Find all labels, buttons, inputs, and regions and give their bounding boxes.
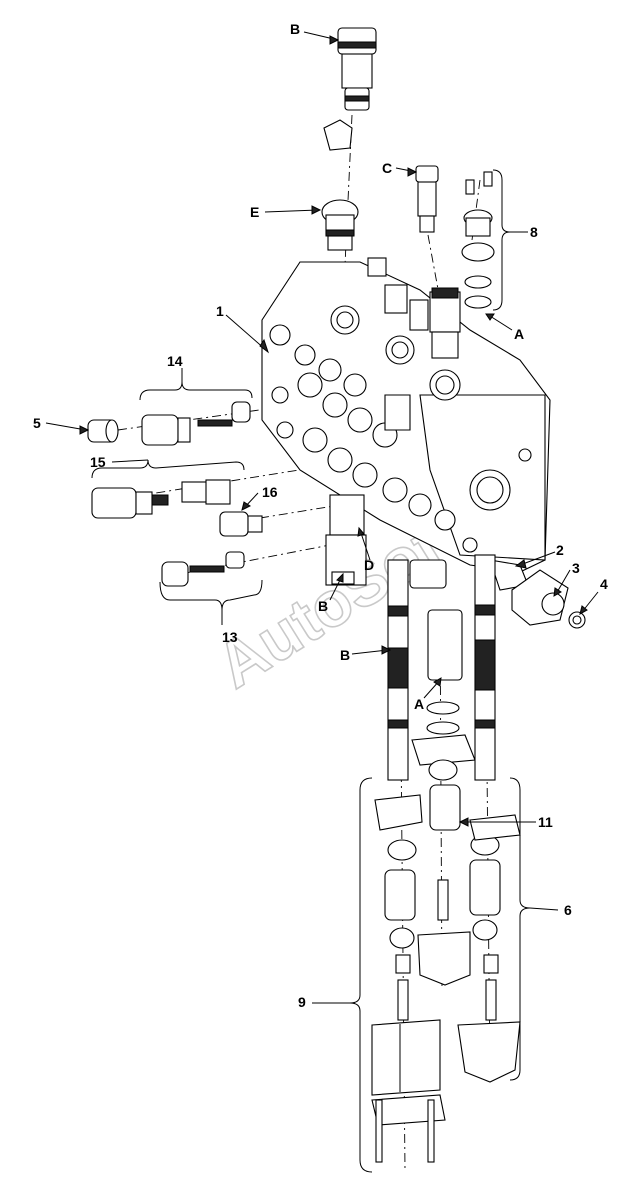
end-caps [371,879,521,1163]
callout-5: 5 [33,415,41,431]
callout-b-left: B [340,647,350,663]
spring-stack [374,784,521,949]
bracket-15 [91,459,245,479]
callout-11: 11 [538,814,553,830]
valve-body [261,261,551,573]
callout-b-top: B [290,21,300,37]
callout-labels: B C E 8 A 1 14 5 15 16 2 3 4 D B 13 B A … [33,21,608,1010]
relief-valve-assembly-8 [461,171,495,309]
callout-d: D [364,557,374,573]
callout-a-right: A [514,326,524,342]
body-top-cartridges [367,257,461,359]
callout-a-mid: A [414,696,424,712]
callout-b-mid: B [318,598,328,614]
bracket-14 [139,381,253,401]
callout-4: 4 [600,576,608,592]
leader-lines [45,31,599,1004]
spool-assembly-center [409,559,476,781]
cartridge-e [321,199,359,251]
relief-assembly-14 [141,401,251,446]
callout-3: 3 [572,560,580,576]
check-assembly-15 [91,479,231,519]
spool-assembly-right [474,554,496,781]
relief-assembly-13 [161,551,245,587]
plug-5 [87,419,119,443]
callout-2: 2 [556,542,564,558]
callout-1: 1 [216,303,224,319]
bracket-8 [492,169,511,311]
top-cartridge-b [337,27,377,111]
callout-e: E [250,204,259,220]
callout-6: 6 [564,902,572,918]
bracket-9 [349,777,373,1173]
top-plug [323,119,353,151]
fitting-16 [219,511,263,537]
solenoid-assembly [489,559,586,629]
cartridge-c [415,165,439,233]
callout-16: 16 [262,484,278,500]
callout-13: 13 [222,629,238,645]
callout-15: 15 [90,454,106,470]
spool-assembly-left [325,494,409,781]
callout-9: 9 [298,994,306,1010]
callout-c: C [382,160,392,176]
callout-8: 8 [530,224,538,240]
callout-14: 14 [167,353,183,369]
